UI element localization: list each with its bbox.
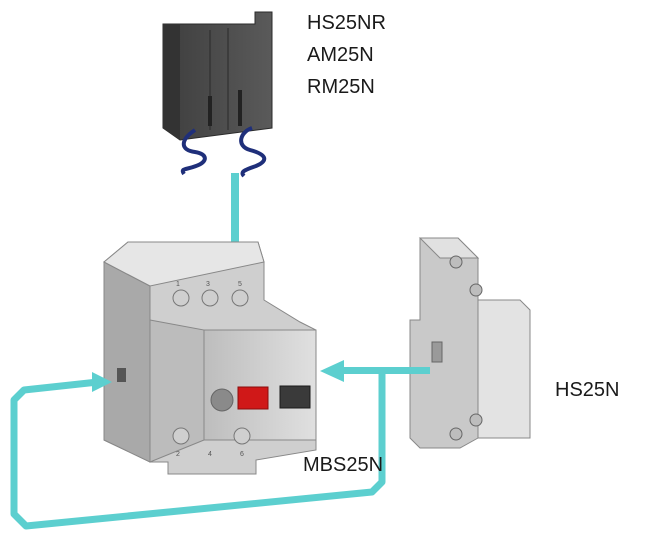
svg-text:1: 1 bbox=[176, 281, 180, 288]
top-module-labels: HS25NR AM25N RM25N bbox=[307, 10, 386, 106]
main-device-mbs25n: 1 3 5 2 4 6 bbox=[104, 242, 316, 474]
svg-text:6: 6 bbox=[240, 451, 244, 458]
svg-text:2: 2 bbox=[176, 451, 180, 458]
wire-right bbox=[241, 128, 264, 176]
svg-text:4: 4 bbox=[208, 451, 212, 458]
rotary-knob-icon bbox=[211, 389, 233, 411]
label-rm25n: RM25N bbox=[307, 74, 386, 106]
svg-text:3: 3 bbox=[206, 281, 210, 288]
stop-button-icon bbox=[280, 386, 310, 408]
label-mbs25n: MBS25N bbox=[303, 452, 383, 478]
svg-text:5: 5 bbox=[238, 281, 242, 288]
label-hs25n: HS25N bbox=[555, 377, 619, 403]
label-am25n: AM25N bbox=[307, 42, 386, 74]
start-button-icon bbox=[238, 387, 268, 409]
label-hs25nr: HS25NR bbox=[307, 10, 386, 42]
side-auxiliary-module bbox=[410, 238, 530, 448]
top-auxiliary-module bbox=[163, 12, 272, 176]
